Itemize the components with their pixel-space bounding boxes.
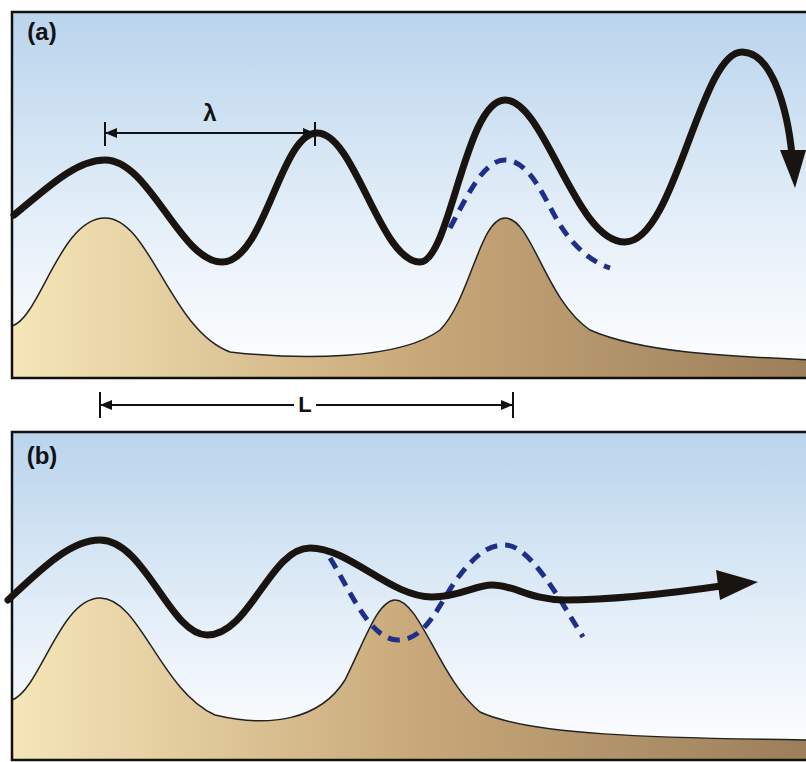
arrow-head — [105, 128, 117, 138]
distance-label: L — [294, 394, 315, 416]
arrow-head — [501, 400, 513, 410]
arrow-head — [100, 400, 112, 410]
wavelength-symbol: λ — [203, 101, 216, 125]
panel-label: (b) — [27, 444, 58, 468]
dimension-tick — [104, 122, 106, 146]
air-flow-wave — [8, 540, 728, 635]
air-flow-wave — [14, 52, 793, 262]
sky-panel — [12, 12, 806, 378]
mountain-ridges — [12, 598, 806, 760]
dimension-tick — [314, 122, 316, 146]
arrow-head — [780, 150, 806, 188]
panel-label: (a) — [27, 20, 56, 44]
dimension-line — [105, 132, 315, 134]
arrow-head — [303, 128, 315, 138]
panel-frame — [12, 12, 806, 378]
arrow-head — [716, 570, 758, 600]
mountain-ridges — [12, 218, 806, 378]
